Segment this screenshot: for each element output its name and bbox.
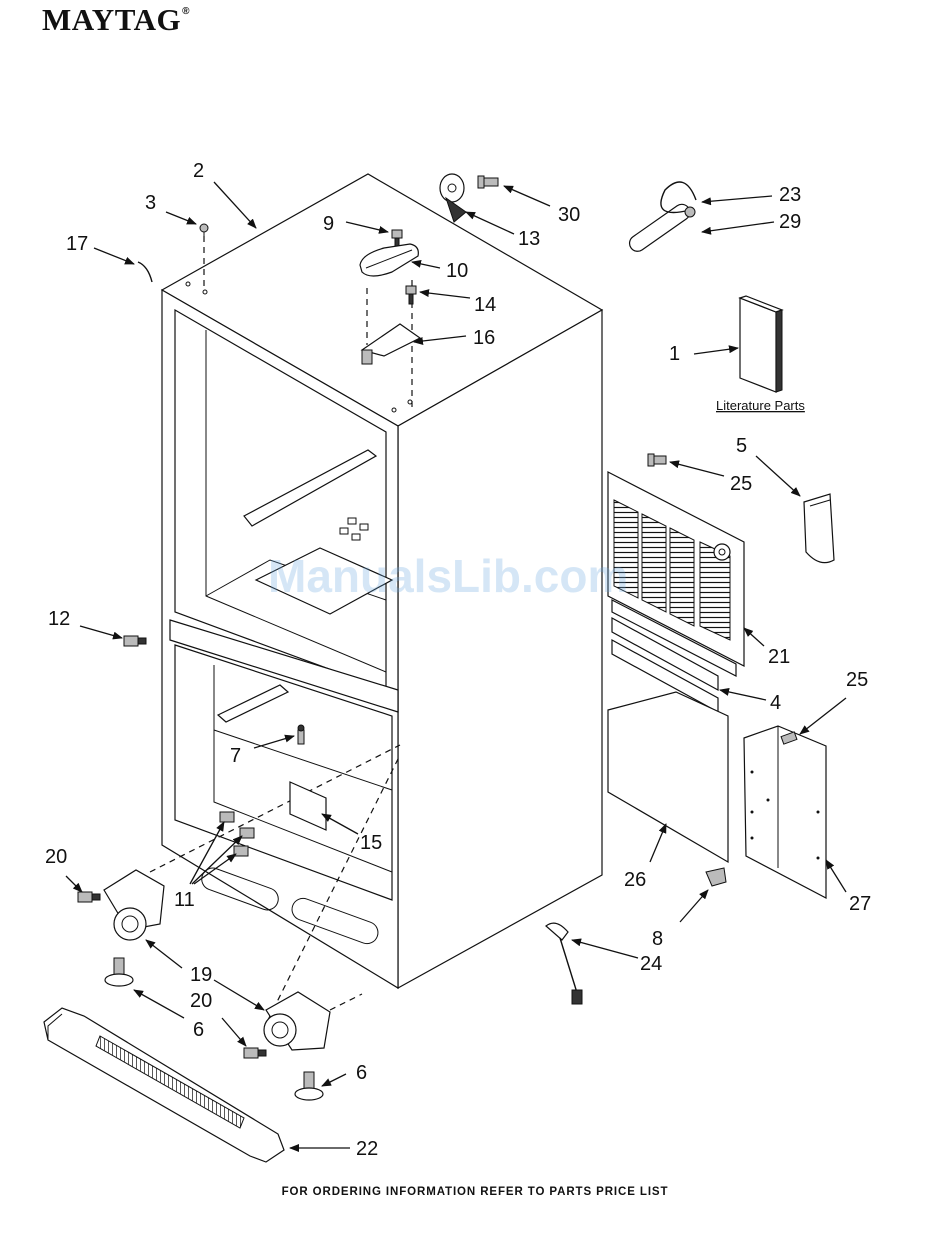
leveling-leg-right-icon [295,1072,323,1100]
lower-back-panel [608,692,728,862]
callout-13: 13 [518,228,540,250]
callout-7: 7 [230,745,241,767]
callout-8: 8 [652,928,663,950]
callout-25-lower: 25 [846,669,868,691]
callout-27: 27 [849,893,871,915]
literature-book-icon [740,296,782,392]
footer-note: FOR ORDERING INFORMATION REFER TO PARTS … [0,1186,950,1198]
water-tube-icon [626,182,696,254]
callout-2: 2 [193,160,204,182]
callout-15: 15 [360,832,382,854]
tube-icon [138,262,152,282]
callout-12: 12 [48,608,70,630]
screw-20b-icon [244,1048,266,1058]
callout-25-upper: 25 [730,473,752,495]
stud-7-icon [298,725,304,744]
screw-30-icon [478,176,498,188]
leveling-leg-left-icon [105,958,133,986]
callout-16: 16 [473,327,495,349]
screw-12-icon [124,636,146,646]
literature-parts-label: Literature Parts [716,398,805,413]
callout-30: 30 [558,204,580,226]
cam-13-icon [440,174,466,222]
callout-14: 14 [474,294,496,316]
roller-left-icon [104,870,164,940]
watermark: ManualsLib.com [268,550,628,602]
wire-harness-icon [546,923,582,1004]
cabinet-side [398,310,602,988]
callout-1: 1 [669,343,680,365]
callout-3: 3 [145,192,156,214]
callout-22: 22 [356,1138,378,1160]
callout-9: 9 [323,213,334,235]
callout-11: 11 [174,889,195,911]
callout-5: 5 [736,435,747,457]
access-panel [744,726,826,898]
callout-17: 17 [66,233,88,255]
screw-3-icon [200,224,208,238]
callout-26: 26 [624,869,646,891]
bracket-5-icon [804,494,834,563]
clip-icon [706,868,726,886]
callout-21: 21 [768,646,790,668]
screw-20-icon [78,892,100,902]
callout-19: 19 [190,964,212,986]
callout-24: 24 [640,953,662,975]
callout-4: 4 [770,692,781,714]
callout-10: 10 [446,260,468,282]
callout-6-right: 6 [356,1062,367,1084]
toe-grille [44,1008,284,1162]
callout-29: 29 [779,211,801,233]
callout-20-left: 20 [45,846,67,868]
callout-6-left: 6 [193,1019,204,1041]
roller-right-icon [264,992,330,1050]
callout-23: 23 [779,184,801,206]
screw-25-icon [648,454,666,466]
callout-20-right: 20 [190,990,212,1012]
